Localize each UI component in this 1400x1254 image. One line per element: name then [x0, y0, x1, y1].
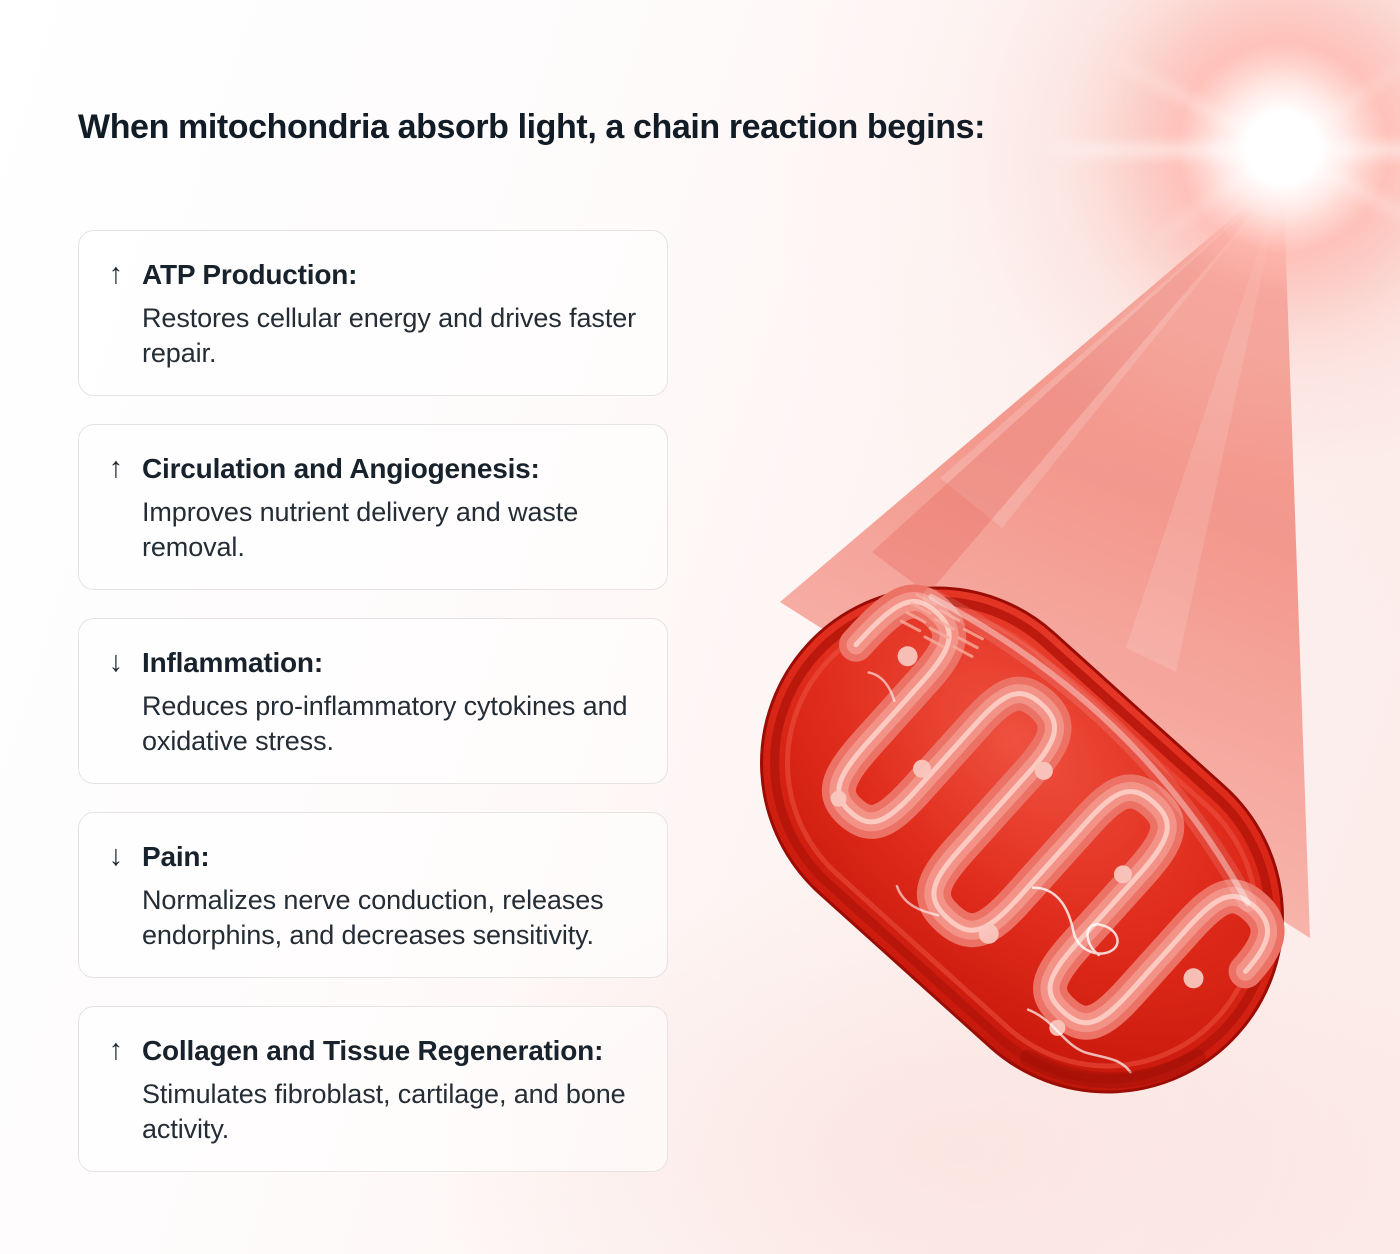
gloss-highlight-line	[928, 593, 1251, 907]
benefit-description: Normalizes nerve conduction, releases en…	[142, 885, 604, 950]
cap-shadow	[1019, 1049, 1206, 1089]
card-header: ↑ Circulation and Angiogenesis:	[105, 452, 649, 485]
mitochondrion-illustration	[760, 584, 1285, 1094]
light-source	[953, 0, 1400, 478]
benefit-card-inflammation: ↓ Inflammation: Reduces pro-inflammatory…	[78, 618, 668, 784]
arrow-up-icon: ↑	[108, 1034, 124, 1066]
benefit-description: Improves nutrient delivery and waste rem…	[142, 497, 579, 562]
gloss-highlight	[922, 587, 1257, 913]
benefit-card-circulation: ↑ Circulation and Angiogenesis: Improves…	[78, 424, 668, 590]
benefit-title: ATP Production:	[142, 259, 358, 290]
benefit-title: Inflammation:	[142, 647, 323, 678]
benefit-title: Circulation and Angiogenesis:	[142, 453, 540, 484]
arrow-down-icon: ↓	[108, 646, 124, 678]
card-header: ↑ Collagen and Tissue Regeneration:	[105, 1034, 649, 1067]
membrane-hatch-texture	[899, 593, 984, 658]
arrow-up-icon: ↑	[108, 452, 124, 484]
arrow-up-icon: ↑	[108, 258, 124, 290]
card-header: ↓ Pain:	[105, 840, 649, 873]
card-list: ↑ ATP Production: Restores cellular ener…	[78, 230, 668, 1172]
benefit-description: Restores cellular energy and drives fast…	[142, 303, 637, 368]
benefit-description: Reduces pro-inflammatory cytokines and o…	[142, 691, 628, 756]
card-header: ↓ Inflammation:	[105, 646, 649, 679]
granule-dots	[830, 646, 1204, 1036]
card-header: ↑ ATP Production:	[105, 258, 649, 291]
cristae-folds	[821, 584, 1285, 1040]
dna-filaments	[867, 671, 1132, 1074]
benefit-description: Stimulates fibroblast, cartilage, and bo…	[142, 1079, 626, 1144]
benefit-card-atp: ↑ ATP Production: Restores cellular ener…	[78, 230, 668, 396]
benefit-card-collagen: ↑ Collagen and Tissue Regeneration: Stim…	[78, 1006, 668, 1172]
arrow-down-icon: ↓	[108, 840, 124, 872]
benefit-card-pain: ↓ Pain: Normalizes nerve conduction, rel…	[78, 812, 668, 978]
page-title: When mitochondria absorb light, a chain …	[78, 108, 986, 146]
benefit-title: Collagen and Tissue Regeneration:	[142, 1035, 604, 1066]
benefit-title: Pain:	[142, 841, 210, 872]
